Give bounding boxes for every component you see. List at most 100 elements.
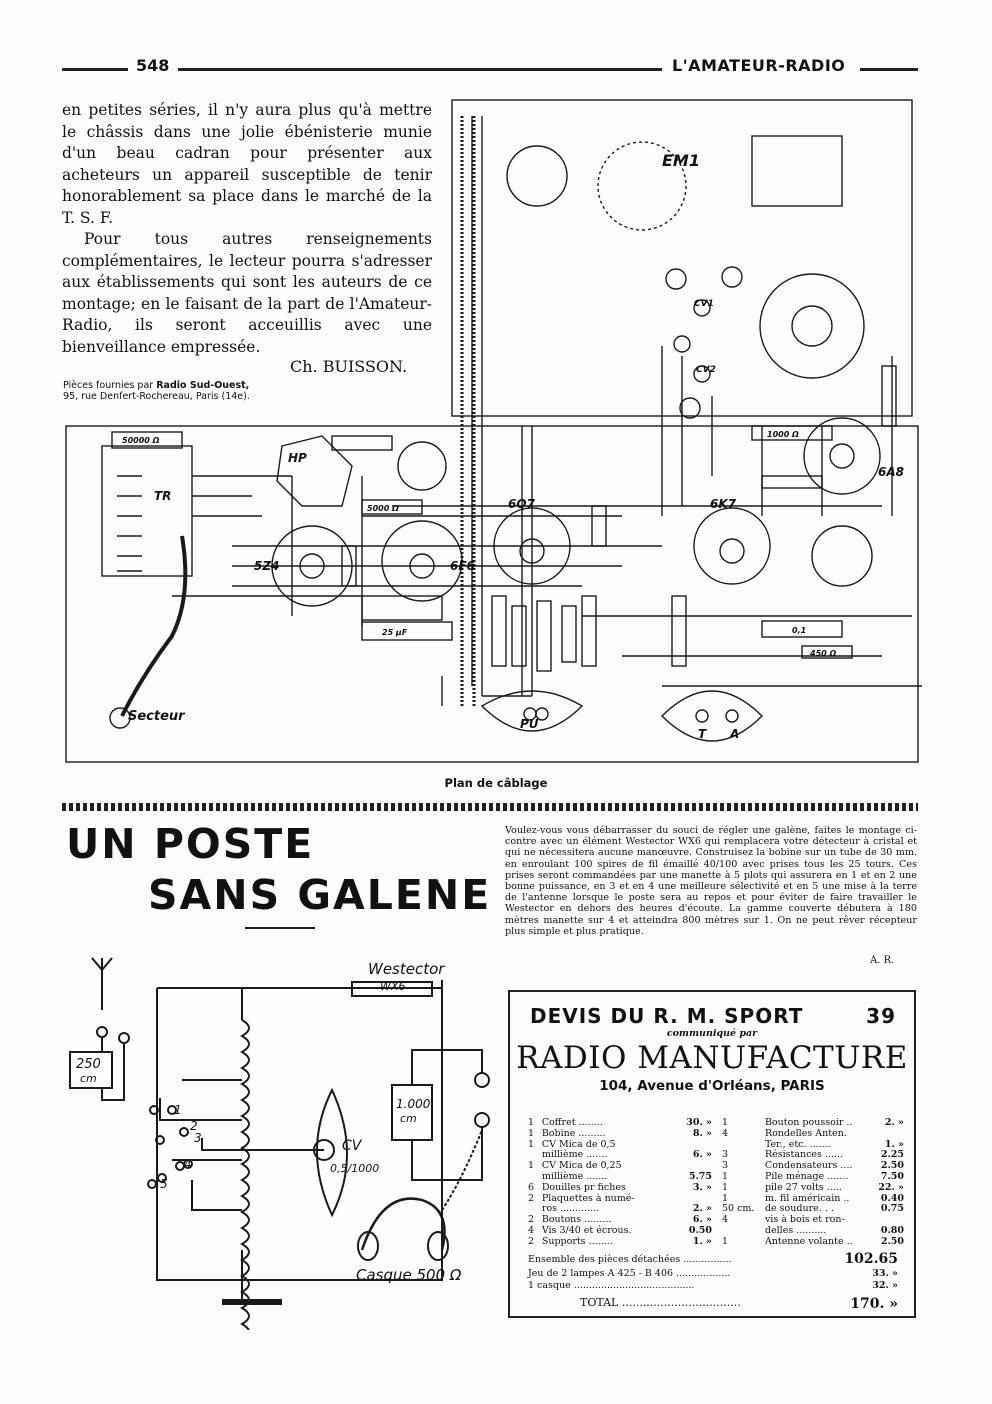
item-price: 1. »	[884, 1138, 904, 1150]
tap-4: 4	[184, 1157, 192, 1171]
devis-title-number: 39	[866, 1004, 896, 1028]
item-name: CV Mica de 0,5	[541, 1138, 616, 1150]
total-value: 170. »	[850, 1296, 898, 1312]
item-price: 8. »	[692, 1127, 712, 1139]
item-name: ros .............	[541, 1203, 600, 1215]
item-qty: 4	[722, 1127, 729, 1139]
subtotal-value: 102.65	[844, 1251, 898, 1267]
item-price: 3. »	[692, 1181, 712, 1193]
item-name: pile 27 volts .....	[764, 1181, 842, 1193]
label-r-450: 450 Ω	[809, 649, 836, 658]
loudspeaker-socket	[276, 435, 353, 507]
item-qty: 4	[722, 1214, 729, 1226]
label-cv-value: 0,5/1000	[330, 1162, 379, 1175]
item-name: Pile ménage .......	[764, 1170, 849, 1182]
item-name: Supports ........	[541, 1235, 613, 1247]
label-em1: EM1	[662, 151, 700, 170]
label-cap-250: 250	[76, 1057, 101, 1072]
item-name: Plaquettes à numé-	[541, 1192, 635, 1204]
devis-casque-row: 1 casque ...............................…	[528, 1280, 898, 1291]
poste-title-line1: UN POSTE	[66, 820, 315, 868]
item-name: Condensateurs ....	[764, 1160, 853, 1172]
item-name: Coffret ........	[541, 1117, 603, 1128]
wave-switch	[759, 273, 865, 379]
item-qty: 2	[528, 1192, 535, 1204]
capacitor-250	[69, 1051, 113, 1089]
item-price: 0.40	[880, 1192, 904, 1204]
label-6a8: 6A8	[878, 465, 904, 479]
label-c-01: 0,1	[792, 626, 806, 635]
devis-title: DEVIS DU R. M. SPORT 39	[530, 1004, 896, 1028]
item-qty: 6	[528, 1181, 535, 1193]
item-price: 0.75	[880, 1203, 904, 1215]
item-name: millième .......	[541, 1170, 608, 1182]
item-qty: 1	[528, 1127, 535, 1139]
volume-potentiometer	[397, 441, 447, 491]
item-qty: 1	[528, 1160, 535, 1172]
devis-total-row: TOTAL ..................................…	[580, 1296, 898, 1312]
devis-subtotal-row: Ensemble des pièces détachées ..........…	[528, 1251, 898, 1267]
label-pu: PU	[520, 717, 539, 731]
item-name: Boutons .........	[541, 1214, 612, 1226]
item-price: 2.25	[880, 1149, 904, 1161]
item-qty: 1	[722, 1170, 729, 1182]
casque-value: 32. »	[872, 1280, 898, 1291]
mains-plug	[109, 707, 131, 729]
socket-6a8	[803, 417, 881, 495]
westector-element	[351, 981, 433, 997]
item-name: Vis 3/40 et écrous.	[541, 1224, 632, 1236]
devis-communique: communiqué par	[666, 1028, 758, 1039]
headphones-icon	[360, 1197, 446, 1251]
item-qty: 3	[722, 1149, 729, 1161]
poste-title-line2: SANS GALENE	[148, 871, 492, 919]
item-price: 2. »	[884, 1117, 904, 1128]
item-price: 6. »	[692, 1149, 712, 1161]
poste-blurb: Voulez-vous vous débarrasser du souci de…	[505, 825, 917, 937]
lamps-value: 33. »	[872, 1268, 898, 1279]
item-name: CV Mica de 0,25	[541, 1160, 622, 1172]
item-qty: 2	[528, 1214, 535, 1226]
item-qty: 50 cm.	[722, 1203, 755, 1215]
dotted-separator	[62, 803, 918, 811]
item-qty: 1	[722, 1181, 729, 1193]
label-cv: CV	[342, 1138, 363, 1154]
label-6k7: 6K7	[710, 497, 737, 511]
label-a: A	[729, 727, 739, 741]
item-price: 2.50	[880, 1160, 904, 1172]
tap-2: 2	[190, 1119, 198, 1133]
label-r-5000: 5000 Ω	[367, 504, 399, 513]
item-price: 5.75	[688, 1170, 712, 1182]
resistor-50000	[111, 431, 183, 449]
em1-socket	[597, 141, 687, 231]
transformer-block	[101, 445, 193, 577]
page-number: 548	[136, 56, 170, 75]
label-secteur: Secteur	[128, 709, 186, 724]
receiver-schematic: Westector WX6 250 cm CV 0,5/1000 1.000 c…	[69, 957, 490, 1330]
devis-brand: RADIO MANUFACTURE	[516, 1040, 908, 1076]
poste-blurb-signature: A. R.	[870, 955, 895, 966]
left_items-row: 1 CV Mica de 0,25	[526, 1160, 714, 1172]
item-name: millième .......	[541, 1149, 608, 1161]
title-rule	[245, 927, 315, 929]
item-price: 6. »	[692, 1214, 712, 1226]
item-name: m. fil américain ..	[764, 1192, 850, 1204]
subtotal-label: Ensemble des pièces détachées ..........…	[528, 1254, 732, 1265]
item-qty: 1	[722, 1235, 729, 1247]
right_items-row: delles ..........0.80	[720, 1225, 906, 1237]
left_items-row: millième ....... 5.75	[526, 1170, 714, 1183]
right_items-row: 50 cm.de soudure. . .0.75	[720, 1204, 906, 1215]
label-r-1000: 1000 Ω	[767, 430, 799, 439]
article-text: en petites séries, il n'y aura plus qu'à…	[62, 100, 432, 358]
left_items-row: 2 Boutons ......... 6. »	[526, 1214, 714, 1226]
header-rule-middle	[178, 68, 662, 71]
item-name: Résistances ......	[764, 1149, 844, 1161]
right_items-row: 3 Résistances ...... 2.25	[720, 1150, 906, 1161]
item-price	[871, 1129, 906, 1140]
item-price: 2.50	[880, 1235, 904, 1247]
label-cv1: CV1	[694, 299, 714, 309]
label-6q7: 6Q7	[508, 497, 536, 511]
item-qty: 1	[722, 1117, 729, 1128]
